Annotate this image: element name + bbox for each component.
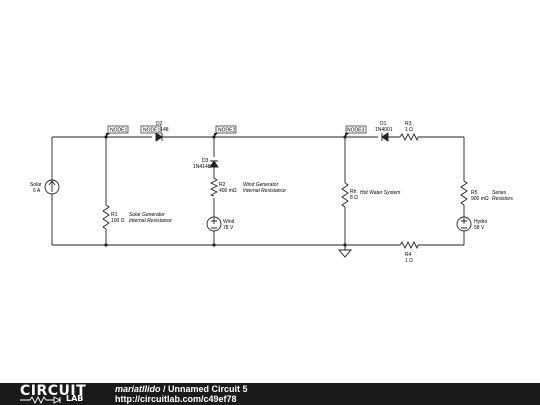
r2-name-label: R2 [219,182,226,188]
hydro-value-label: 58 V [474,225,485,231]
solar-value-label: 6 A [33,188,41,194]
title-separator: / [160,384,169,394]
node3-text: NODE3 [347,128,364,134]
r3-name-label: R3 [405,121,412,127]
d3-value-label: 1N4148 [193,164,211,170]
rh-name-label: Rh [350,189,357,195]
rh-note-label: Hot Water System [360,190,400,196]
solar-name-label: Solar [30,182,42,188]
r1-name-label: R1 [111,212,118,218]
d2-diode [155,132,163,142]
r2-resistor [209,177,219,197]
wind-voltage-source [206,216,222,232]
r2-value-label: 400 mΩ [219,188,237,194]
circuit-schematic: Solar 6 A R1 100 Ω Solar Generator Inter… [30,121,513,264]
node-label-node1-left: NODE1 [106,125,129,137]
r4-resistor [399,240,419,250]
node1-left-text: NODE1 [110,128,127,134]
logo-text-bottom: LAB [66,394,84,403]
r5-name-label: R5 [471,190,478,196]
circuit-title-line: mariatllido / Unnamed Circuit 5 [115,384,248,394]
d3-name-label: D3 [202,158,209,164]
rh-resistor [341,182,349,208]
r3-value-label: 1 Ω [405,127,413,133]
logo-wire-icon [20,396,62,404]
circuit-title: Unnamed Circuit 5 [168,384,248,394]
r4-value-label: 1 Ω [405,258,413,264]
d1-value-label: 1N4001 [375,127,393,133]
hydro-voltage-source [456,216,472,232]
solar-current-source [44,179,60,195]
r2-note-label-2: Internal Resistance [243,188,286,194]
r1-note-label-1: Solar Generator [129,212,165,218]
wind-value-label: 78 V [223,225,234,231]
node1-right-text: NODE1 [143,128,160,134]
r5-note-label-2: Resistors [492,196,513,202]
d1-diode [381,132,389,142]
ground-symbol [338,249,352,258]
r5-value-label: 900 mΩ [471,196,489,202]
r5-note-label-1: Series [492,190,507,196]
circuitlab-logo[interactable]: CIRCUIT LAB [20,383,98,404]
d3-diode [209,160,219,168]
node-label-node2: NODE2 [214,125,237,137]
r3-resistor [399,132,419,142]
node-label-node1-right: NODE1 [140,125,162,134]
r5-resistor [460,180,468,206]
wind-name-label: Wind [223,219,235,225]
r2-note-label-1: Wind Generator [243,182,279,188]
circuit-url-link[interactable]: http://circuitlab.com/c49ef78 [115,394,237,404]
logo-text-top: CIRCUIT [20,383,87,399]
rh-value-label: 8 Ω [350,195,358,201]
d1-name-label: D1 [380,121,387,127]
hydro-name-label: Hydro [474,219,488,225]
wires [51,136,465,250]
d2-name-label: D2 [156,121,163,127]
r1-note-label-2: Internal Resistance [129,218,172,224]
r1-value-label: 100 Ω [111,218,125,224]
r1-resistor [102,204,110,230]
footer-bar: CIRCUIT LAB mariatllido / Unnamed Circui… [0,383,540,405]
author-link[interactable]: mariatllido [115,384,161,394]
node2-text: NODE2 [218,128,235,134]
node-label-node3: NODE3 [345,125,367,137]
r4-name-label: R4 [405,252,412,258]
